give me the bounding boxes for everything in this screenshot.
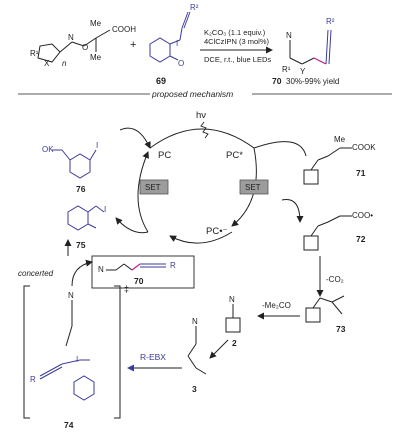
catalytic-cycle: [115, 127, 307, 244]
reagent-conditions: DCE, r.t., blue LEDs: [204, 55, 271, 64]
r-label-70: R: [170, 261, 176, 270]
ts-dagger: ‡: [124, 284, 129, 294]
compound-72: COO• 72: [303, 211, 373, 251]
set-label-left: SET: [145, 183, 161, 192]
compound-76-label: 76: [76, 184, 86, 194]
carboxyl-radical: COO•: [352, 211, 373, 220]
concerted-label: concerted: [18, 269, 54, 278]
compound-73: 73: [305, 295, 346, 334]
compound-74: ‡ N R I 74: [23, 284, 129, 430]
n-atom: N: [68, 33, 74, 42]
nitrile-n-70: N: [98, 265, 104, 274]
me-71: Me: [334, 135, 346, 144]
ring-opening-arrow: [209, 339, 229, 359]
iminyl-n: N: [229, 295, 235, 304]
set-box-left: [139, 179, 169, 195]
compound-74-label: 74: [64, 420, 74, 430]
me-label-2: Me: [90, 53, 102, 62]
compound-71: COOK Me 71: [303, 135, 376, 185]
compound-69-label: 69: [156, 76, 166, 86]
nitrile-n-3: N: [192, 317, 198, 326]
compound-70-label: 70: [272, 76, 282, 86]
compound-76: OK I 76: [42, 141, 98, 194]
iodanyl-radical: I: [104, 205, 106, 214]
pc-radical-anion: PC•⁻: [206, 226, 228, 237]
pc-excited: PC*: [226, 150, 243, 161]
nitrile-n: N: [286, 31, 292, 40]
compound-72-label: 72: [356, 234, 366, 244]
iodine-atom: I: [176, 39, 178, 48]
compound-71-label: 71: [356, 168, 366, 178]
compound-75-label: 75: [76, 240, 86, 250]
light-hv: hν: [196, 110, 206, 121]
ok-text: OK: [42, 145, 54, 154]
r1-label: R¹: [30, 49, 39, 58]
reactant-oxime-acid: N O Me COOH Me R¹ X n: [30, 19, 136, 68]
r2-label: R²: [190, 3, 199, 12]
cook-text: COOK: [352, 143, 376, 152]
oxygen-atom: O: [178, 59, 184, 68]
boxed-product-70: N R 70: [91, 255, 195, 289]
r-ebx-label: R-EBX: [140, 352, 166, 362]
plus-sign: +: [130, 39, 136, 51]
o-atom: O: [82, 43, 88, 52]
me-label: Me: [90, 19, 102, 28]
nitrile-n-74: N: [68, 291, 74, 300]
reagent-69: I O R² 69: [149, 3, 199, 86]
compound-75: I 75: [67, 205, 106, 250]
reagent-base: K₂CO₃ (1.1 equiv.): [204, 28, 266, 37]
co2-loss: -CO₂: [326, 275, 344, 284]
set-label-right: SET: [245, 183, 261, 192]
light-squiggle: [200, 121, 209, 139]
product-r2: R²: [326, 17, 335, 26]
concerted-arrow: [71, 259, 93, 287]
iodo-text: I: [96, 141, 98, 150]
reagent-catalyst: 4ClCzIPN (3 mol%): [204, 37, 270, 46]
pc-ground: PC: [158, 150, 171, 161]
x-atom: X: [44, 59, 50, 68]
compound-3-label: 3: [192, 384, 197, 394]
set-box-right: [239, 179, 269, 195]
yield-text: 30%-99% yield: [286, 77, 339, 86]
y-atom: Y: [300, 67, 306, 76]
compound-70-box-label: 70: [134, 276, 144, 286]
iodine-74: I: [76, 355, 78, 364]
compound-3: N 3: [187, 317, 207, 394]
product-70: N R¹ Y R² 70 30%-99% yield: [272, 17, 339, 86]
acetone-loss: -Me₂CO: [262, 301, 291, 310]
n-subscript: n: [62, 59, 67, 68]
compound-2-label: 2: [232, 338, 237, 348]
product-r1: R¹: [282, 65, 291, 74]
compound-2: N 2: [225, 295, 241, 348]
r-label-74: R: [30, 375, 36, 384]
cooh-label: COOH: [112, 25, 136, 34]
compound-73-label: 73: [336, 324, 346, 334]
mechanism-title: proposed mechanism: [151, 89, 233, 99]
